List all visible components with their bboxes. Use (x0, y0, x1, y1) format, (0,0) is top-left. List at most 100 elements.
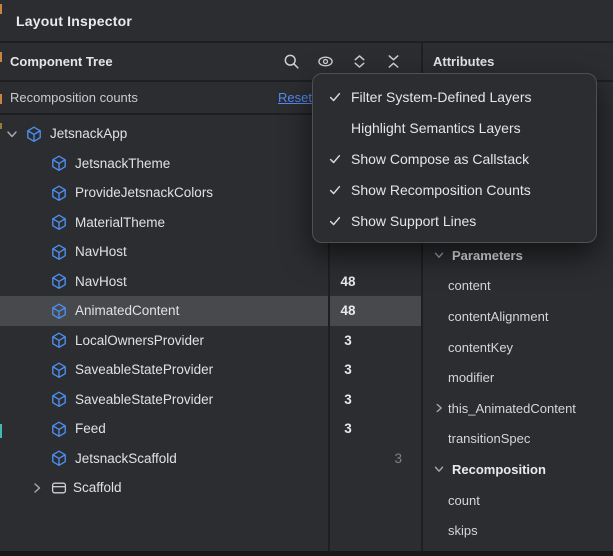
attr-chevron-icon[interactable] (431, 400, 447, 416)
menu-item-label: Show Compose as Callstack (351, 150, 530, 167)
tree-row[interactable]: Feed 3 (0, 414, 421, 444)
recomposition-counts-label: Recomposition counts (10, 90, 138, 105)
tree-node-label: LocalOwnersProvider (75, 332, 205, 348)
component-tree-title: Component Tree (10, 53, 113, 69)
component-tree-header: Component Tree (0, 43, 421, 79)
recomposition-count: 48 (340, 303, 356, 319)
scaffold-icon (51, 480, 67, 496)
tool-window-title-bar: Layout Inspector (0, 0, 613, 41)
attribute-row[interactable]: Recomposition (423, 454, 613, 485)
tree-node-label: MaterialTheme (75, 214, 166, 230)
panel-divider (421, 41, 423, 551)
attribute-row[interactable]: modifier (423, 362, 613, 393)
reset-link[interactable]: Reset (278, 90, 312, 105)
menu-item[interactable]: Show Recomposition Counts (313, 174, 596, 205)
expander-chevron-icon[interactable] (27, 450, 47, 466)
checkmark-icon (325, 90, 345, 104)
tree-row[interactable]: Scaffold (0, 473, 421, 503)
clipped-edge-mark (0, 4, 2, 14)
attr-chevron-icon[interactable] (431, 492, 447, 508)
composable-icon (51, 303, 67, 319)
tree-node-label: SaveableStateProvider (75, 362, 214, 378)
attr-chevron-icon[interactable] (431, 370, 447, 386)
attribute-row[interactable]: count (423, 485, 613, 516)
view-options-eye-icon[interactable] (317, 53, 334, 70)
skip-count: 3 (394, 450, 402, 466)
attr-chevron-icon[interactable] (431, 278, 447, 294)
attribute-row[interactable]: contentKey (423, 332, 613, 363)
tree-row[interactable]: LocalOwnersProvider 3 (0, 326, 421, 356)
menu-item[interactable]: Highlight Semantics Layers (313, 113, 596, 144)
clipped-edge-mark (0, 424, 2, 438)
attr-chevron-icon[interactable] (431, 523, 447, 539)
attribute-label: Parameters (452, 247, 523, 263)
expander-chevron-icon[interactable] (27, 332, 47, 348)
tree-row[interactable]: ProvideJetsnackColors (0, 178, 421, 208)
recomposition-counts-bar: Recomposition counts Reset (0, 82, 421, 113)
attr-chevron-icon[interactable] (431, 247, 447, 263)
composable-icon (51, 391, 67, 408)
expand-all-icon[interactable] (351, 53, 368, 70)
tree-node-label: SaveableStateProvider (75, 391, 214, 407)
view-options-menu: Filter System-Defined Layers Highlight S… (312, 73, 597, 243)
tree-row[interactable]: MaterialTheme (0, 208, 421, 238)
attribute-row[interactable]: skips (423, 515, 613, 546)
expander-chevron-icon[interactable] (27, 214, 47, 230)
menu-item-label: Highlight Semantics Layers (351, 120, 521, 137)
tree-row[interactable]: JetsnackTheme (0, 149, 421, 179)
expander-chevron-icon[interactable] (27, 155, 47, 171)
tree-row[interactable]: JetsnackScaffold 3 (0, 444, 421, 474)
composable-icon (51, 450, 67, 467)
attribute-label: skips (448, 523, 478, 539)
expander-chevron-icon[interactable] (27, 273, 47, 289)
tree-row[interactable]: NavHost (0, 237, 421, 267)
tree-node-label: JetsnackApp (50, 126, 128, 142)
menu-item-label: Show Support Lines (351, 212, 477, 229)
menu-item[interactable]: Show Support Lines (313, 205, 596, 236)
tree-node-label: JetsnackTheme (75, 155, 171, 171)
attribute-row[interactable]: Parameters (423, 240, 613, 271)
title-divider (0, 41, 613, 43)
tree-row[interactable]: AnimatedContent 48 (0, 296, 421, 326)
tree-node-label: JetsnackScaffold (75, 450, 177, 466)
expander-chevron-icon[interactable] (27, 480, 47, 496)
menu-item[interactable]: Filter System-Defined Layers (313, 82, 596, 113)
composable-icon (51, 244, 67, 260)
tree-row[interactable]: SaveableStateProvider 3 (0, 355, 421, 385)
composable-icon (26, 126, 42, 142)
attr-chevron-icon[interactable] (431, 461, 447, 477)
attributes-panel: Parameters content contentAlignment co (423, 240, 613, 546)
composable-icon (51, 214, 67, 231)
menu-item[interactable]: Show Compose as Callstack (313, 144, 596, 175)
attribute-row[interactable]: contentAlignment (423, 301, 613, 332)
expander-chevron-icon[interactable] (27, 362, 47, 378)
attribute-row[interactable]: content (423, 271, 613, 302)
expander-chevron-icon[interactable] (27, 185, 47, 201)
tree-row[interactable]: SaveableStateProvider 3 (0, 385, 421, 415)
attr-chevron-icon[interactable] (431, 431, 447, 447)
expander-chevron-icon[interactable] (27, 303, 47, 319)
attribute-row[interactable]: this_AnimatedContent (423, 393, 613, 424)
expander-chevron-icon[interactable] (2, 126, 22, 142)
checkmark-icon (325, 152, 345, 166)
collapse-all-icon[interactable] (385, 53, 402, 70)
count-column-divider (328, 115, 330, 551)
checkmark-icon (325, 183, 345, 197)
composable-icon (51, 185, 67, 201)
search-icon[interactable] (283, 53, 300, 70)
attr-chevron-icon[interactable] (431, 308, 447, 324)
attributes-title: Attributes (433, 53, 495, 69)
expander-chevron-icon[interactable] (27, 391, 47, 407)
attr-chevron-icon[interactable] (431, 339, 447, 355)
attribute-row[interactable]: transitionSpec (423, 424, 613, 455)
tree-node-label: ProvideJetsnackColors (75, 185, 214, 201)
tree-node-label: NavHost (75, 244, 127, 260)
tree-node-label: Feed (75, 421, 106, 437)
tree-row[interactable]: JetsnackApp (0, 119, 421, 149)
expander-chevron-icon[interactable] (27, 421, 47, 437)
recomposition-count: 3 (344, 391, 352, 407)
tree-row[interactable]: NavHost 48 (0, 267, 421, 297)
tree-node-label: AnimatedContent (75, 303, 180, 319)
expander-chevron-icon[interactable] (27, 244, 47, 260)
attribute-label: count (448, 492, 480, 508)
